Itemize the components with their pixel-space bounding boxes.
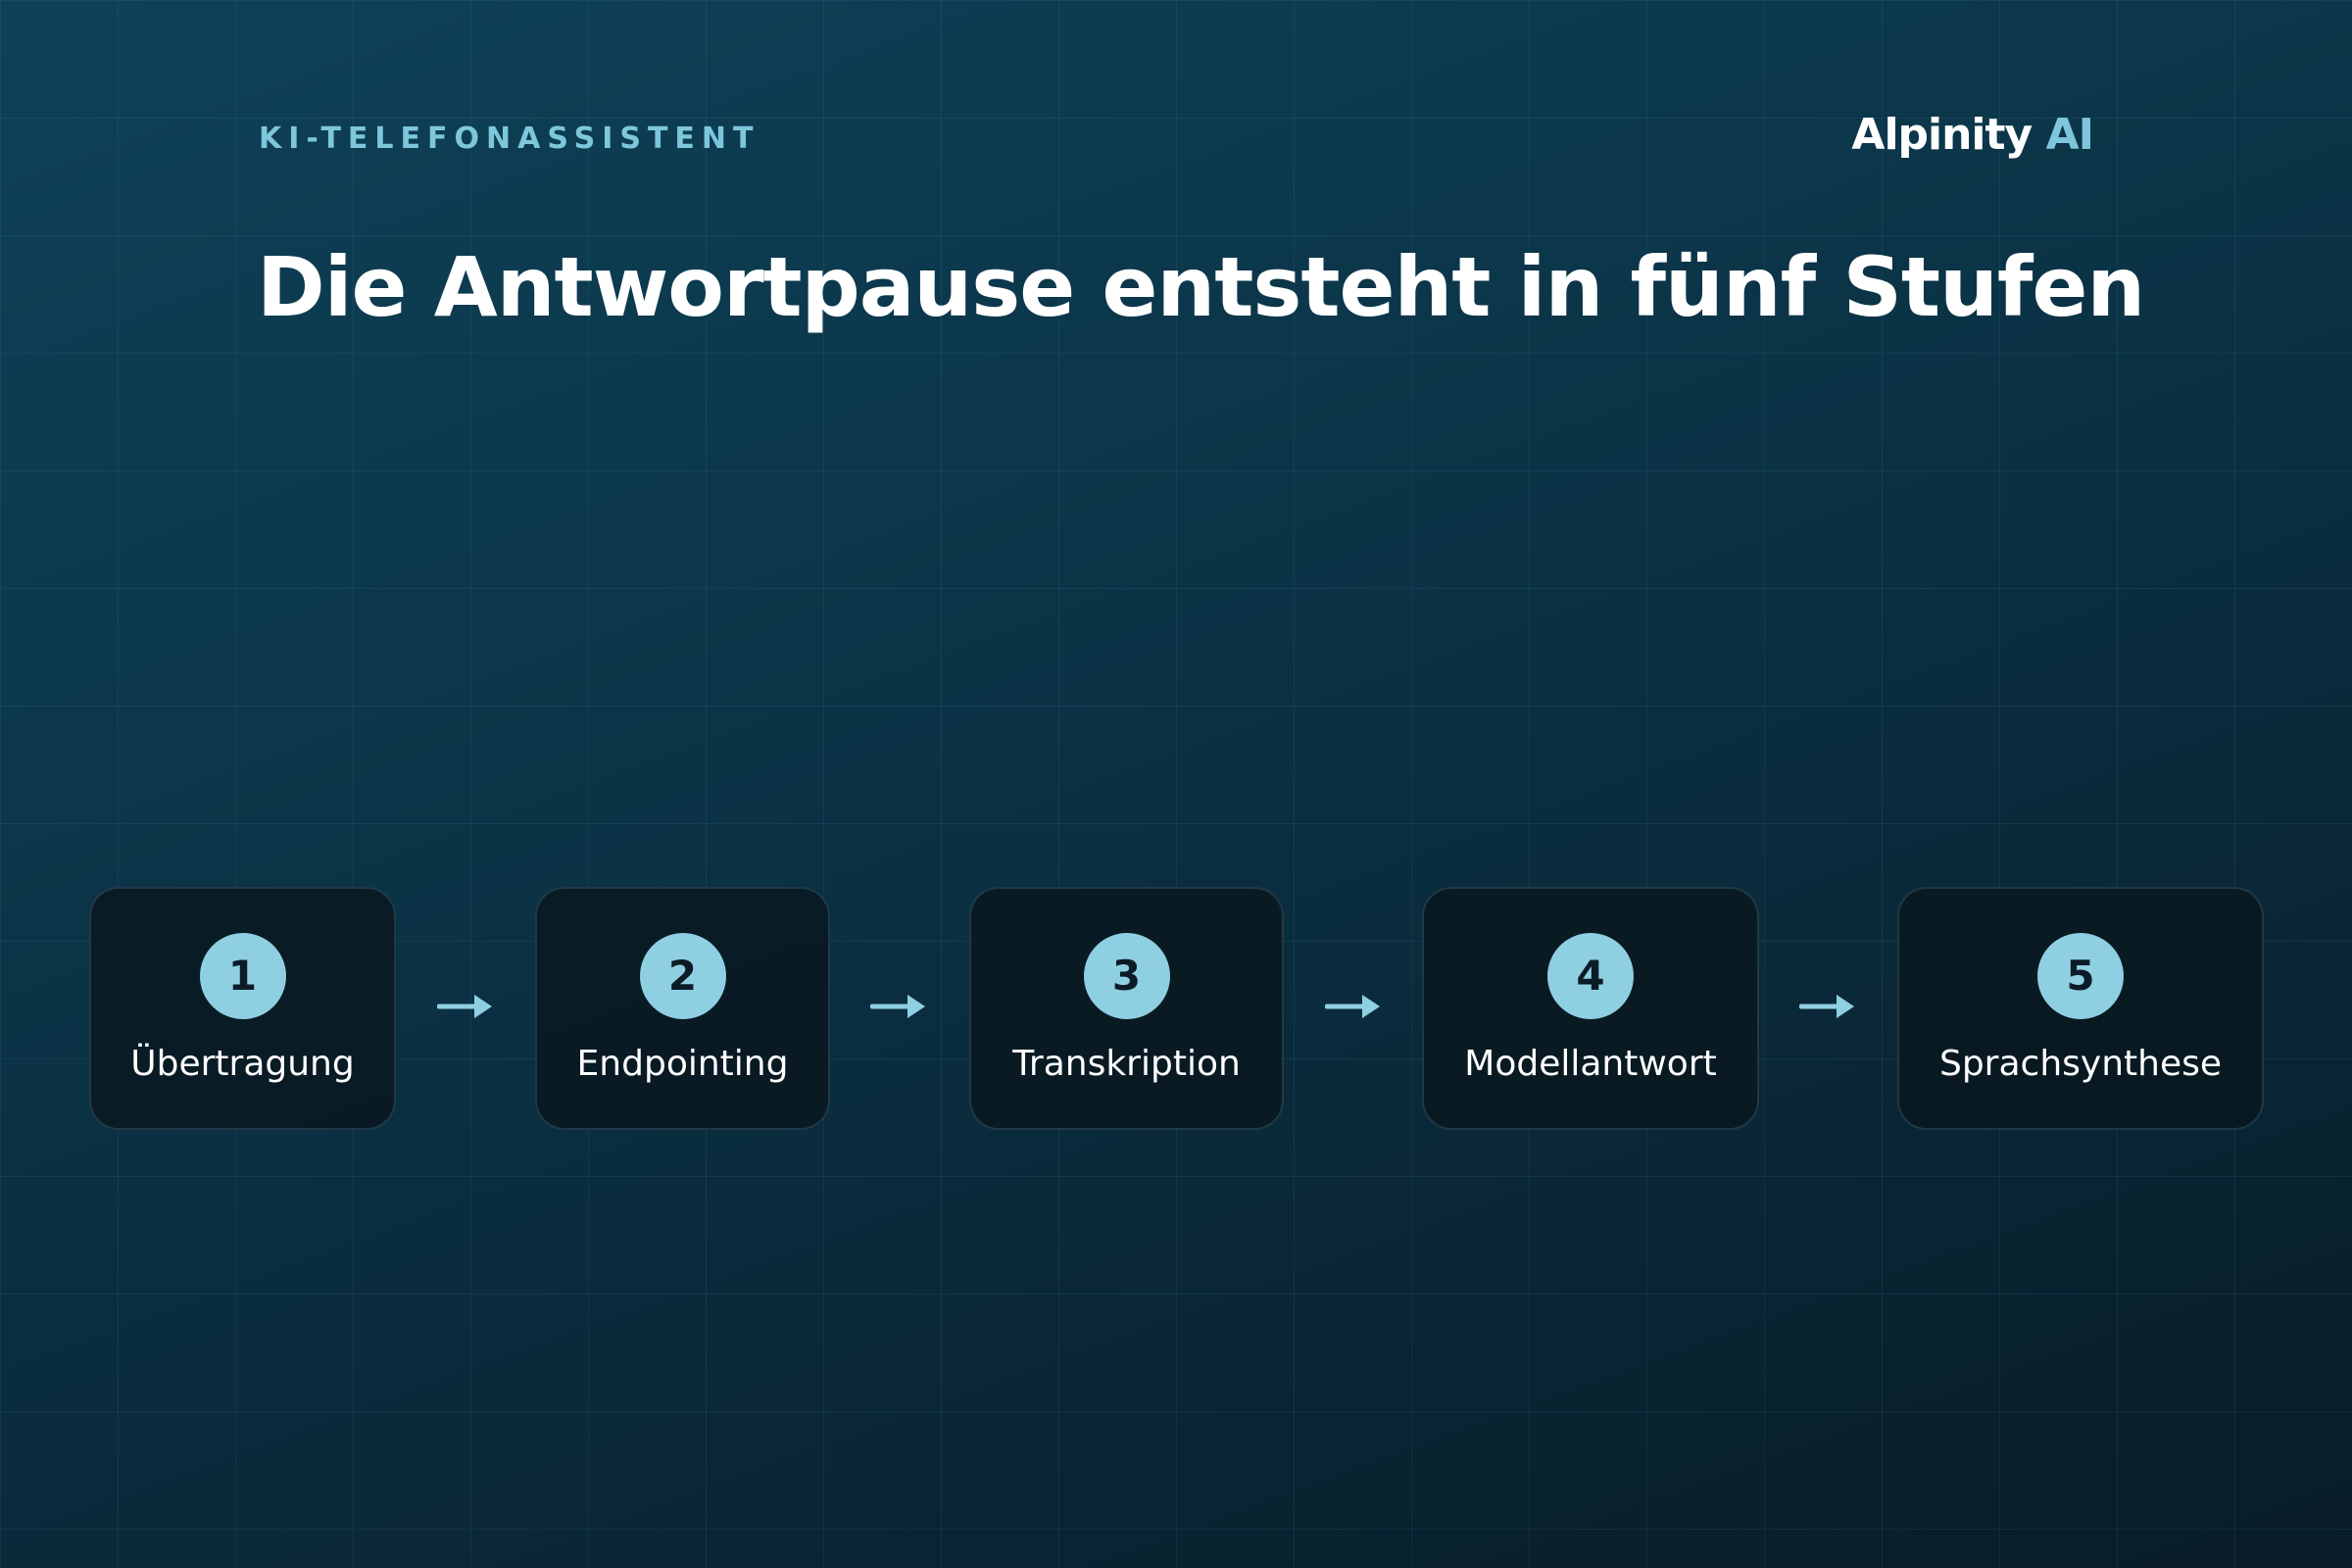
brand-suffix: AI xyxy=(2045,110,2094,160)
stage-number-badge: 5 xyxy=(2037,933,2124,1019)
stage-number-badge: 3 xyxy=(1083,933,1170,1019)
stage-label: Transkription xyxy=(1012,1044,1241,1084)
arrow-right-icon xyxy=(870,995,925,1018)
stage-label: Modellantwort xyxy=(1464,1044,1717,1084)
brand-logo: Alpinity AI xyxy=(1851,110,2094,160)
stage-label: Übertragung xyxy=(130,1044,355,1084)
stage-number-badge: 2 xyxy=(639,933,726,1019)
stage-label: Endpointing xyxy=(576,1044,789,1084)
page-title: Die Antwortpause entsteht in fünf Stufen xyxy=(257,239,2145,335)
stage-number-badge: 4 xyxy=(1547,933,1634,1019)
brand-name: Alpinity xyxy=(1851,110,2033,160)
stage-card: 5 Sprachsynthese xyxy=(1897,887,2264,1130)
stage-number-badge: 1 xyxy=(199,933,286,1019)
stage-card: 2 Endpointing xyxy=(535,887,830,1130)
arrow-right-icon xyxy=(1799,995,1854,1018)
stage-card: 3 Transkription xyxy=(969,887,1284,1130)
arrow-right-icon xyxy=(437,995,492,1018)
stage-label: Sprachsynthese xyxy=(1938,1044,2223,1084)
stage-card: 4 Modellantwort xyxy=(1422,887,1759,1130)
stage-card: 1 Übertragung xyxy=(89,887,396,1130)
eyebrow-label: KI-TELEFONASSISTENT xyxy=(259,122,760,156)
arrow-right-icon xyxy=(1325,995,1380,1018)
